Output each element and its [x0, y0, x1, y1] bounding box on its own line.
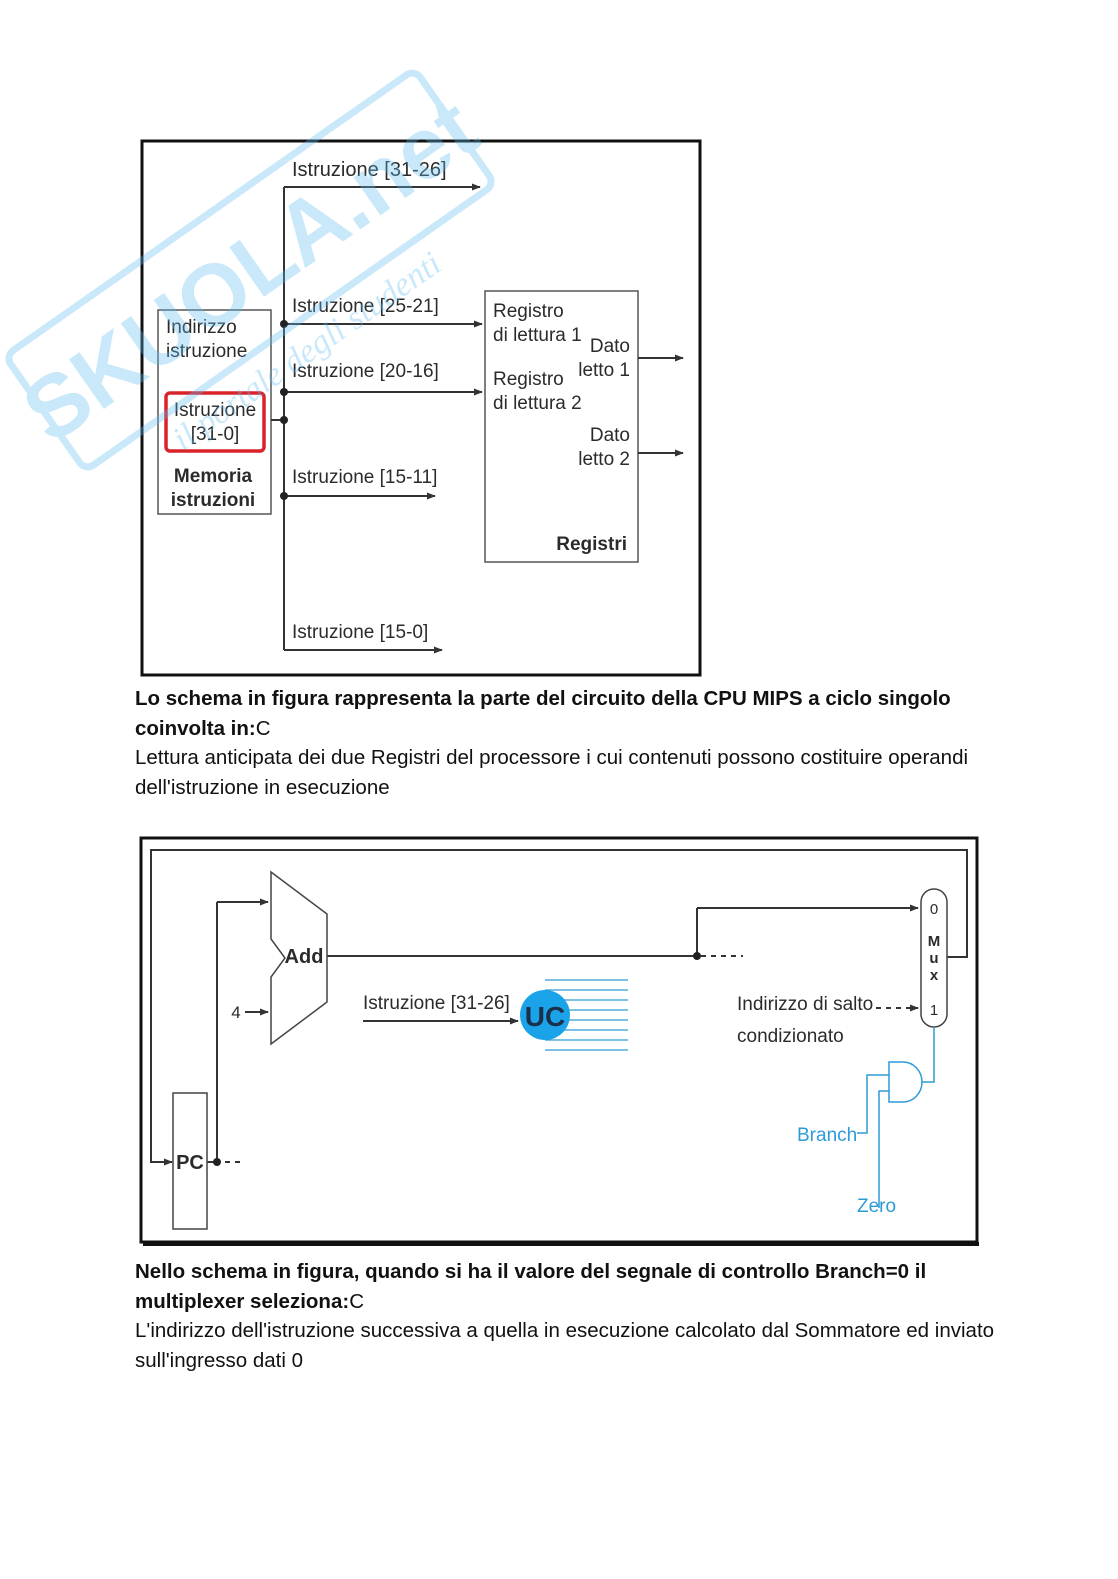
- memory-name-label-2: istruzioni: [171, 490, 255, 511]
- adder-label: Add: [285, 946, 324, 968]
- figure1-junction-dots: [280, 320, 288, 500]
- constant-four-label: 4: [231, 1003, 240, 1022]
- question-2-answer: L'indirizzo dell'istruzione successiva a…: [135, 1319, 995, 1372]
- read-register-2-label-1: Registro: [493, 369, 564, 390]
- mux-input-1-label: 1: [930, 1002, 938, 1019]
- figure1-diagram: Indirizzo istruzione Istruzione [31-0] M…: [140, 139, 702, 677]
- question-1-choice: C: [255, 716, 271, 740]
- read-register-2-label-2: di lettura 2: [493, 393, 582, 414]
- memory-instr-label-2: [31-0]: [191, 424, 240, 445]
- memory-name-label-1: Memoria: [174, 466, 253, 487]
- branch-address-label-1: Indirizzo di salto: [737, 994, 873, 1015]
- figure-branch-mux: PC Add 4 Istruzione [31-26] UC Indiriz: [135, 832, 985, 1252]
- pc-junction-dot: [213, 1158, 221, 1166]
- uc-input-signal-label: Istruzione [31-26]: [363, 993, 510, 1014]
- read-register-1-label-2: di lettura 1: [493, 325, 582, 346]
- memory-address-label-1: Indirizzo: [166, 317, 237, 338]
- question-1-text: Lo schema in figura rappresenta la parte…: [135, 687, 951, 740]
- question-2-text: Nello schema in figura, quando si ha il …: [135, 1260, 927, 1313]
- register-file-name: Registri: [556, 534, 627, 555]
- instruction-memory-box: [157, 309, 272, 515]
- question-1: Lo schema in figura rappresenta la parte…: [135, 684, 995, 743]
- signal-label-15-11: Istruzione [15-11]: [292, 467, 437, 488]
- mux-letter-m: M: [928, 933, 941, 950]
- and-gate-shape: [888, 1061, 923, 1103]
- figure2-wires: [150, 849, 968, 1166]
- signal-label-15-0: Istruzione [15-0]: [292, 622, 428, 643]
- branch-logic-wires: [857, 1027, 935, 1208]
- read-data-2-label-1: Dato: [590, 425, 630, 446]
- control-unit-label: UC: [525, 1001, 565, 1032]
- signal-label-31-26: Istruzione [31-26]: [292, 159, 447, 181]
- read-register-1-label-1: Registro: [493, 301, 564, 322]
- mux-letter-u: u: [929, 950, 938, 967]
- question-1-answer: Lettura anticipata dei due Registri del …: [135, 746, 969, 799]
- mux-input-0-label: 0: [930, 901, 938, 918]
- figure2-diagram: PC Add 4 Istruzione [31-26] UC Indiriz: [139, 836, 979, 1246]
- question-block-2: Nello schema in figura, quando si ha il …: [135, 1257, 995, 1375]
- signal-label-25-21: Istruzione [25-21]: [292, 296, 439, 317]
- signal-label-20-16: Istruzione [20-16]: [292, 361, 439, 382]
- control-unit-circle: [520, 990, 570, 1040]
- memory-instr-label-1: Istruzione: [174, 400, 256, 421]
- branch-address-label-2: condizionato: [737, 1026, 844, 1047]
- read-data-1-label-1: Dato: [590, 336, 630, 357]
- question-2: Nello schema in figura, quando si ha il …: [135, 1257, 995, 1316]
- program-counter-box: [172, 1092, 208, 1230]
- figure-instruction-decode: Indirizzo istruzione Istruzione [31-0] M…: [135, 135, 710, 680]
- question-block-1: Lo schema in figura rappresenta la parte…: [135, 684, 995, 802]
- mux-letter-x: x: [930, 967, 939, 984]
- branch-signal-label: Branch: [797, 1125, 857, 1146]
- program-counter-label: PC: [176, 1152, 204, 1174]
- zero-signal-label: Zero: [857, 1196, 896, 1217]
- read-data-2-label-2: letto 2: [578, 449, 630, 470]
- instruction-output-highlight: [164, 391, 266, 453]
- memory-address-label-2: istruzione: [166, 341, 247, 362]
- question-2-choice: C: [349, 1289, 364, 1313]
- adder-shape: [270, 870, 328, 1046]
- figure1-frame: [140, 139, 702, 677]
- adder-junction-dot: [693, 952, 701, 960]
- register-file-box: [484, 290, 639, 563]
- read-data-1-label-2: letto 1: [578, 360, 630, 381]
